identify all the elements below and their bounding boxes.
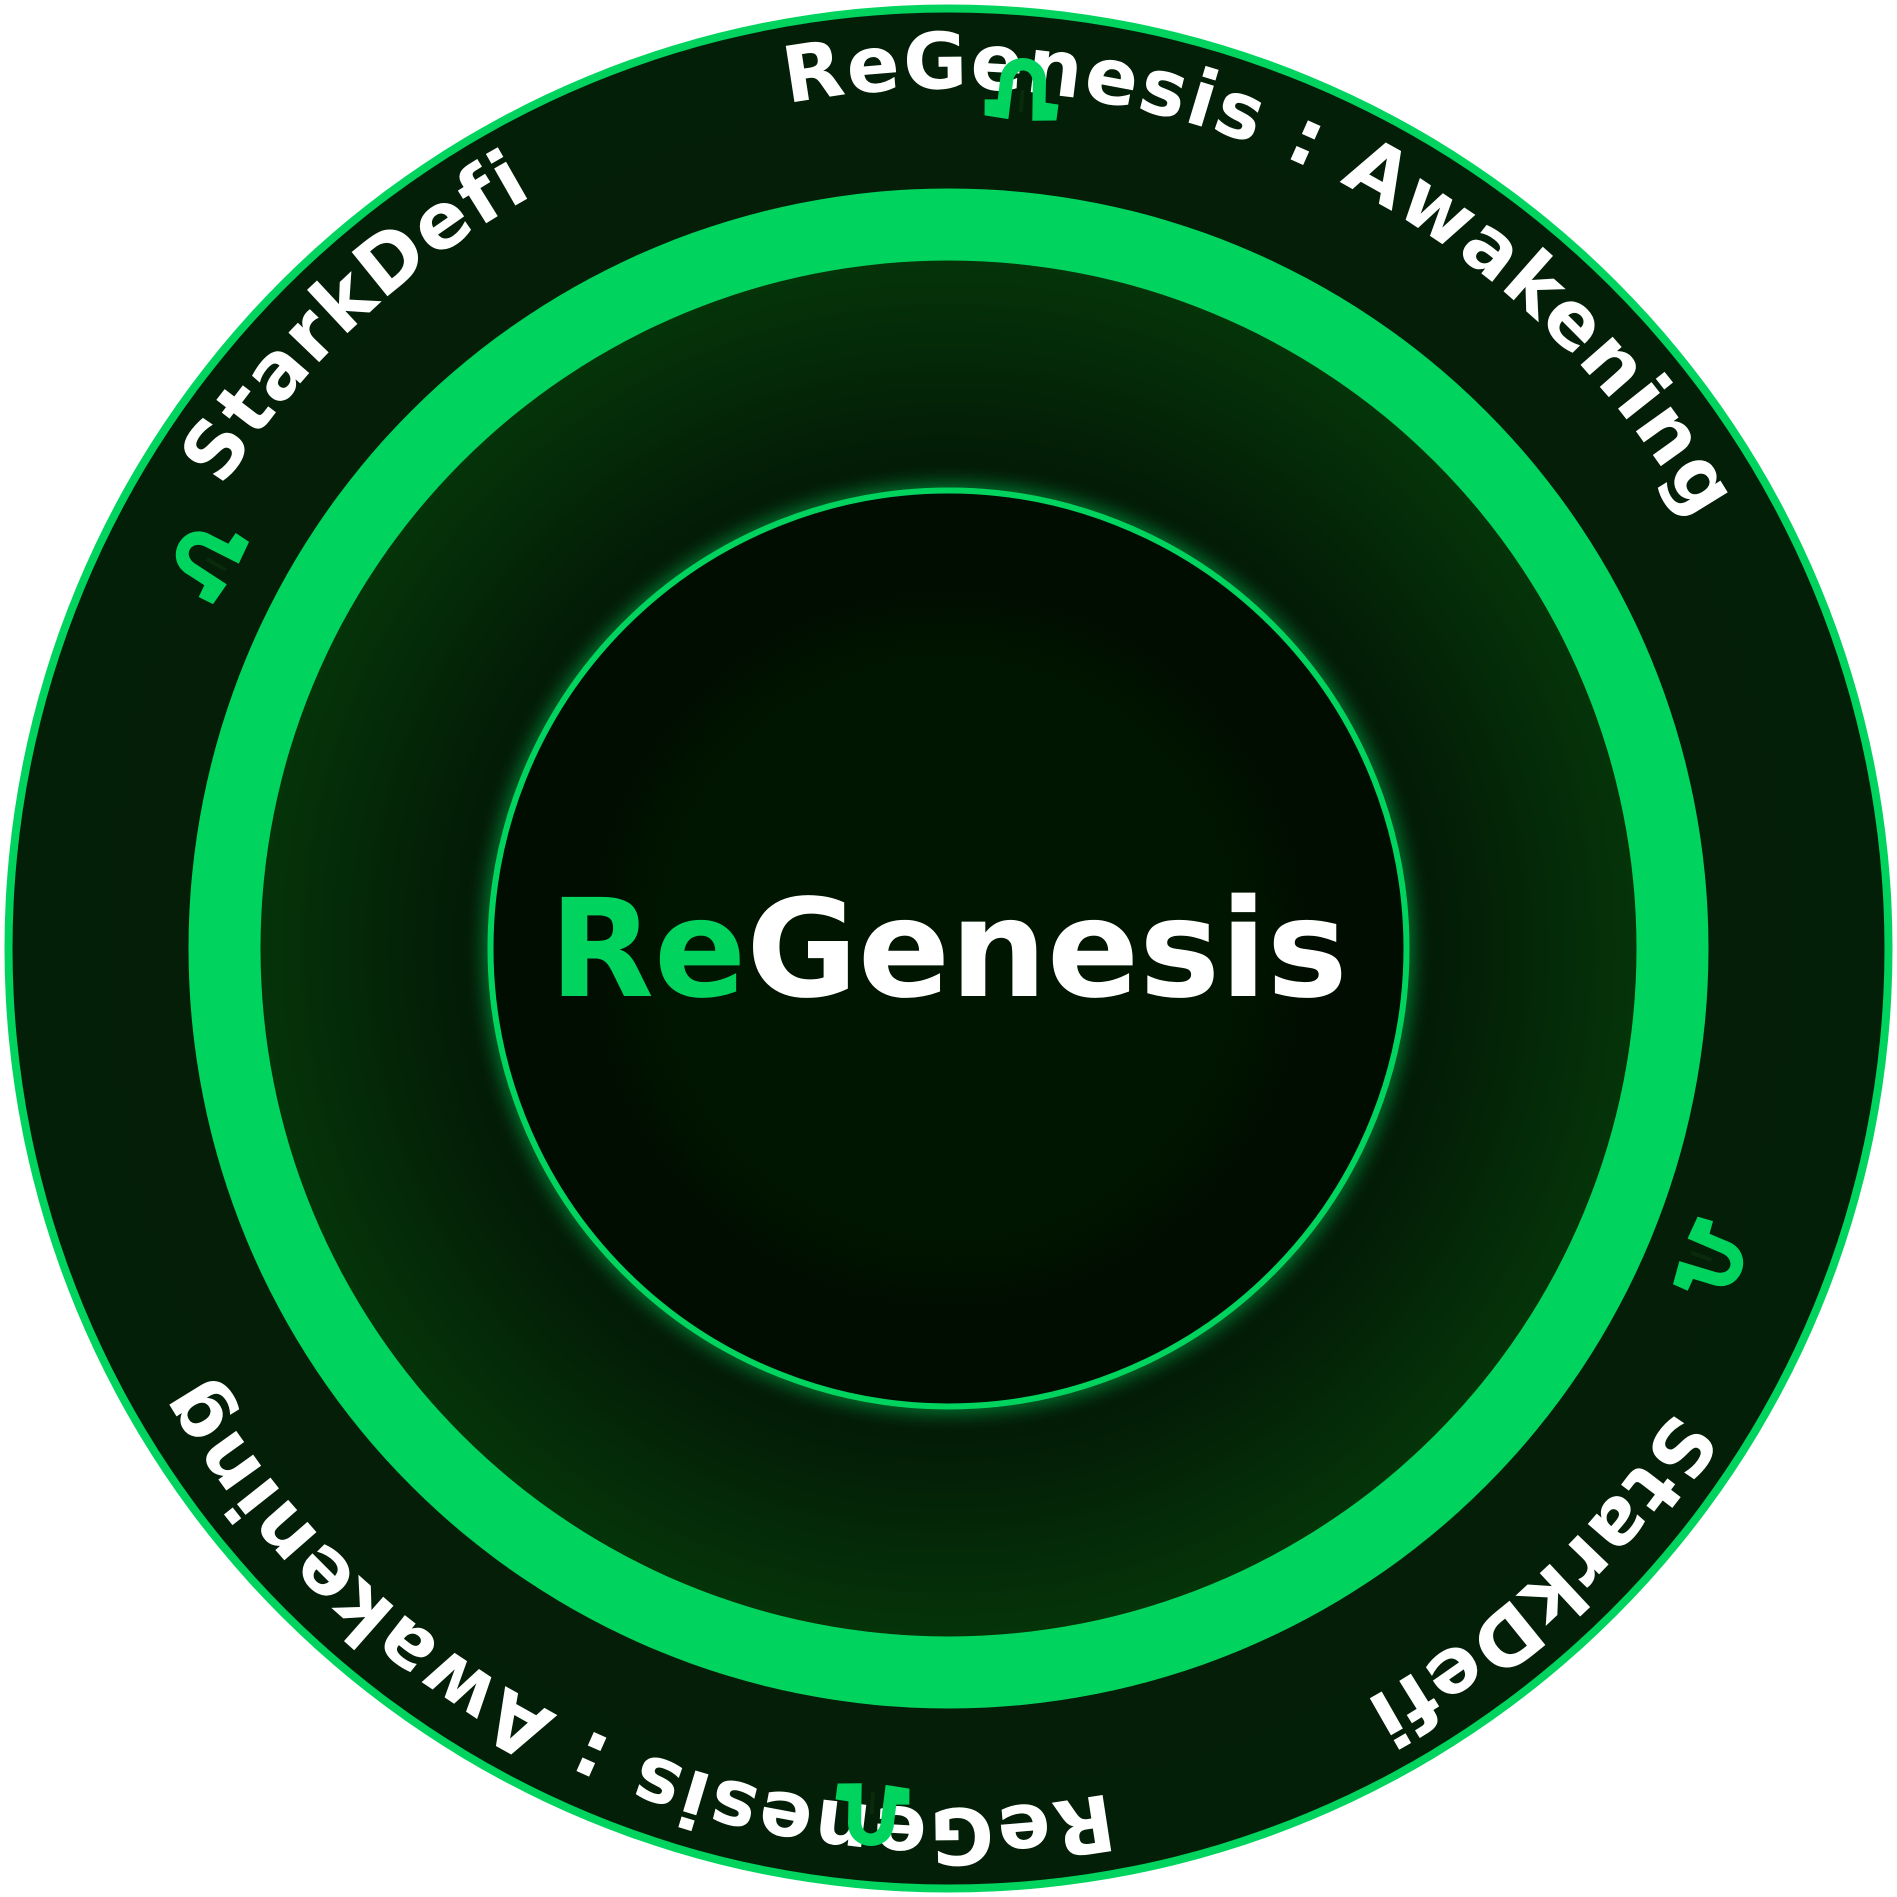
center-title-rest: Genesis (746, 871, 1347, 1029)
glowing-core-ring (487, 487, 1410, 1410)
center-title: ReGenesis (549, 871, 1347, 1029)
center-title-accent: Re (549, 871, 746, 1029)
